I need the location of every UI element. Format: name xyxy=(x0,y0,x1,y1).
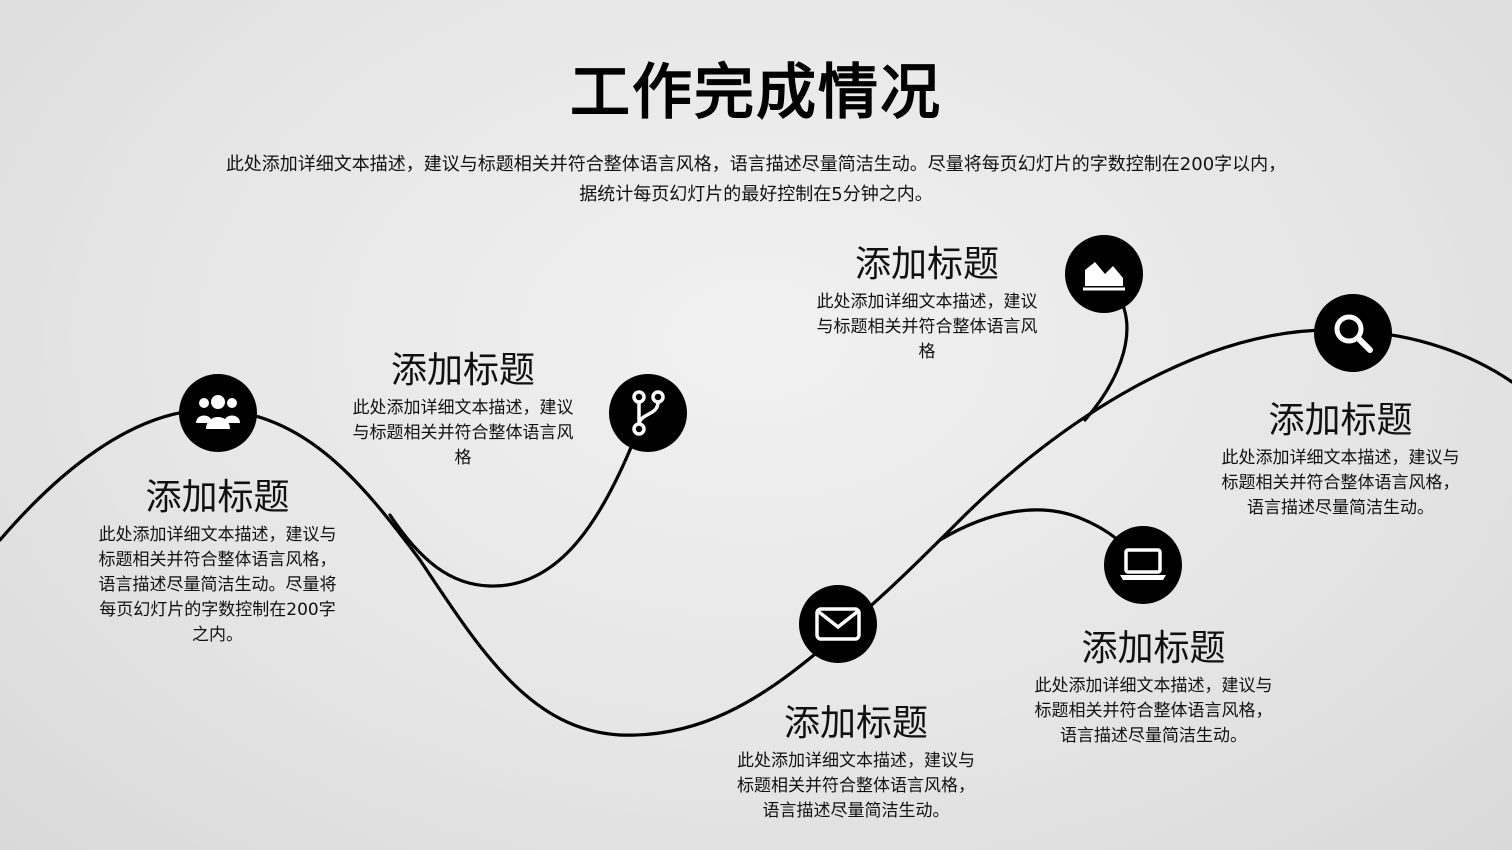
area-chart-icon xyxy=(1065,235,1143,313)
item-title: 添加标题 xyxy=(390,350,535,391)
item-block-5: 添加标题 此处添加详细文本描述，建议与标题相关并符合整体语言风格，语言描述尽量简… xyxy=(1031,628,1276,749)
laptop-icon xyxy=(1104,526,1182,604)
envelope-icon xyxy=(799,585,877,663)
intro-line-2: 据统计每页幻灯片的最好控制在5分钟之内。 xyxy=(579,184,933,205)
search-icon xyxy=(1314,294,1392,372)
item-title: 添加标题 xyxy=(1268,400,1413,441)
item-block-1: 添加标题 此处添加详细文本描述，建议与标题相关并符合整体语言风格，语言描述尽量简… xyxy=(95,477,340,648)
item-title: 添加标题 xyxy=(783,703,928,744)
item-desc: 此处添加详细文本描述，建议与标题相关并符合整体语言风格，语言描述尽量简洁生动。 xyxy=(737,751,975,821)
item-block-2: 添加标题 此处添加详细文本描述，建议与标题相关并符合整体语言风格 xyxy=(348,350,578,471)
item-desc: 此处添加详细文本描述，建议与标题相关并符合整体语言风格，语言描述尽量简洁生动。 xyxy=(1034,676,1273,746)
item-desc: 此处添加详细文本描述，建议与标题相关并符合整体语言风格 xyxy=(352,398,574,468)
users-icon xyxy=(179,374,257,452)
branch-curve-1 xyxy=(388,410,647,588)
page-title: 工作完成情况 xyxy=(570,58,942,128)
item-block-4: 添加标题 此处添加详细文本描述，建议与标题相关并符合整体语言风格 xyxy=(812,244,1042,365)
item-desc: 此处添加详细文本描述，建议与标题相关并符合整体语言风格，语言描述尽量简洁生动。 xyxy=(1221,448,1460,518)
code-branch-icon xyxy=(609,374,687,452)
item-title: 添加标题 xyxy=(145,477,290,518)
item-title: 添加标题 xyxy=(854,244,999,285)
item-block-6: 添加标题 此处添加详细文本描述，建议与标题相关并符合整体语言风格，语言描述尽量简… xyxy=(1218,400,1463,521)
intro-line-1: 此处添加详细文本描述，建议与标题相关并符合整体语言风格，语言描述尽量简洁生动。尽… xyxy=(225,154,1287,175)
item-desc: 此处添加详细文本描述，建议与标题相关并符合整体语言风格 xyxy=(816,292,1038,362)
item-title: 添加标题 xyxy=(1081,628,1226,669)
item-desc: 此处添加详细文本描述，建议与标题相关并符合整体语言风格，语言描述尽量简洁生动。尽… xyxy=(98,525,337,645)
intro-text: 此处添加详细文本描述，建议与标题相关并符合整体语言风格，语言描述尽量简洁生动。尽… xyxy=(130,150,1382,210)
item-block-3: 添加标题 此处添加详细文本描述，建议与标题相关并符合整体语言风格，语言描述尽量简… xyxy=(735,703,977,824)
